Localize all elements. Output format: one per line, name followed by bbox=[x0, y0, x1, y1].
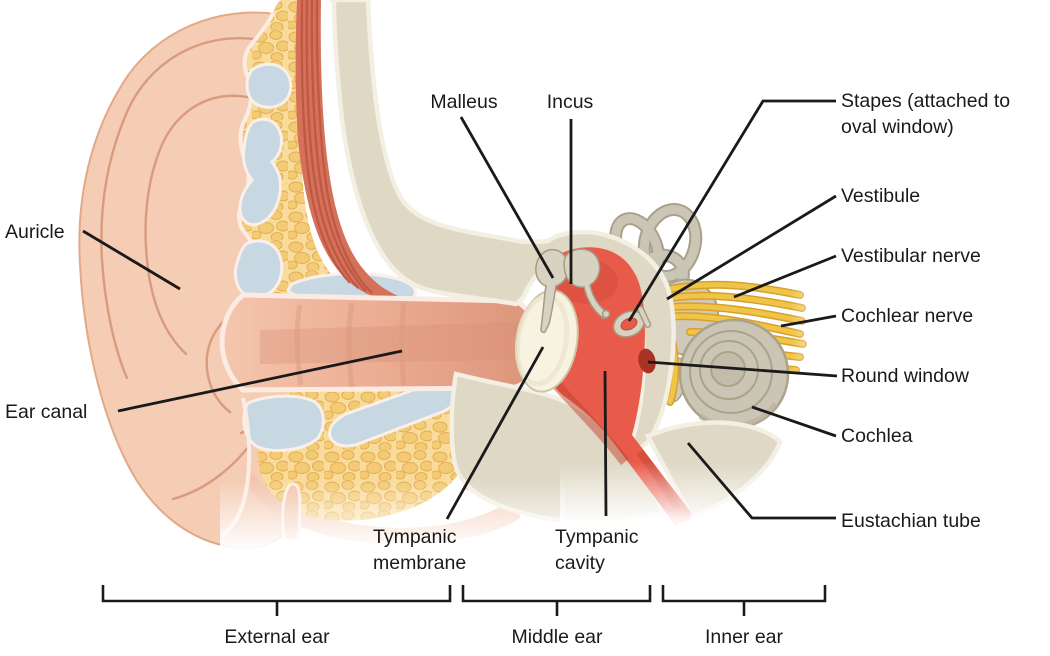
label-stapes: Stapes (attached to oval window) bbox=[841, 90, 1016, 138]
ear-canal-shape bbox=[219, 292, 541, 393]
label-middle-ear: Middle ear bbox=[511, 626, 603, 648]
leader-eustachian-tube bbox=[686, 442, 836, 520]
leader-stapes bbox=[627, 99, 836, 322]
bracket-external-ear bbox=[101, 585, 452, 616]
ossicles bbox=[535, 248, 652, 338]
antihelix-fold bbox=[144, 94, 249, 356]
label-vestibule: Vestibule bbox=[841, 185, 920, 207]
canal-inner-shadow bbox=[260, 322, 522, 364]
label-malleus: Malleus bbox=[430, 91, 497, 113]
leader-tympanic-membrane bbox=[445, 346, 545, 520]
leader-tympanic-cavity bbox=[603, 370, 608, 517]
label-tympanic-membrane: Tympanic membrane bbox=[373, 526, 466, 574]
labels: Auricle Ear canal Malleus Incus Stapes (… bbox=[5, 90, 1016, 574]
stapes-shape bbox=[612, 305, 652, 338]
cartilage-pieces bbox=[233, 62, 460, 452]
leader-vestibular-nerve bbox=[733, 254, 837, 299]
bracket-inner-ear bbox=[661, 585, 827, 616]
label-auricle: Auricle bbox=[5, 221, 65, 243]
helix-fold bbox=[100, 37, 264, 380]
leader-lines bbox=[82, 99, 838, 520]
leader-malleus bbox=[459, 116, 555, 279]
round-window-shape bbox=[638, 348, 656, 374]
ear-illustration bbox=[78, 0, 840, 572]
muscle-shape bbox=[295, 0, 398, 296]
fade-bottom-left bbox=[220, 480, 565, 572]
label-eustachian-tube: Eustachian tube bbox=[841, 510, 981, 532]
label-inner-ear: Inner ear bbox=[705, 626, 784, 648]
leader-cochlea bbox=[751, 405, 837, 438]
label-vestibular-nerve: Vestibular nerve bbox=[841, 245, 981, 267]
label-cochlear-nerve: Cochlear nerve bbox=[841, 305, 973, 327]
leader-auricle bbox=[82, 229, 181, 291]
region-brackets: External ear Middle ear Inner ear bbox=[101, 585, 827, 648]
label-incus: Incus bbox=[547, 91, 594, 113]
leader-cochlear-nerve bbox=[780, 314, 837, 328]
label-tympanic-cavity: Tympanic cavity bbox=[555, 526, 644, 574]
leader-ear-canal bbox=[117, 349, 403, 413]
vestibular-nerve-shape bbox=[663, 282, 803, 298]
fade-bottom-right bbox=[560, 462, 822, 544]
bracket-middle-ear bbox=[461, 585, 652, 616]
cochlea-shape bbox=[678, 318, 790, 430]
label-external-ear: External ear bbox=[224, 626, 330, 648]
bone-temporal bbox=[330, 0, 676, 462]
leader-round-window bbox=[647, 360, 838, 378]
leader-vestibule bbox=[666, 194, 837, 301]
label-cochlea: Cochlea bbox=[841, 425, 913, 447]
label-round-window: Round window bbox=[841, 365, 970, 387]
label-ear-canal: Ear canal bbox=[5, 401, 87, 423]
